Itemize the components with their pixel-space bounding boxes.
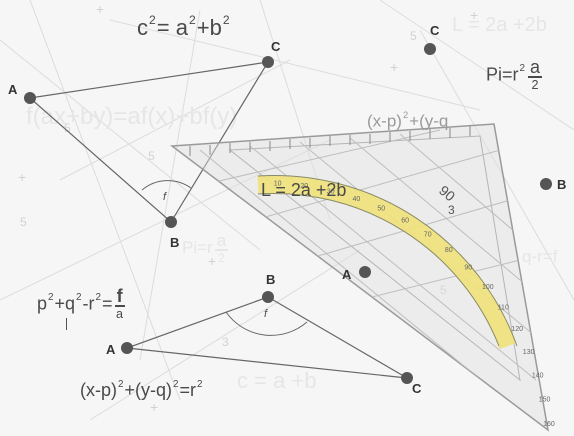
scale-number: 50 xyxy=(377,206,385,213)
svg-text:5: 5 xyxy=(148,149,155,163)
svg-text:+: + xyxy=(18,169,26,185)
scale-number: 60 xyxy=(401,217,409,224)
scale-number: 10 xyxy=(274,181,282,188)
point-dot-c xyxy=(424,43,436,55)
scale-number: 100 xyxy=(482,284,494,291)
vertex-label-c: C xyxy=(271,39,281,54)
scale-number: 30 xyxy=(327,188,335,195)
scale-number: 90 xyxy=(464,265,472,272)
scale-number: 40 xyxy=(353,196,361,203)
vertex-label-b: B xyxy=(266,272,276,287)
angle-label-f: f xyxy=(163,191,167,203)
scale-number: 80 xyxy=(445,247,453,254)
circle-formula: (x-p)2+(y-q)2=r2 xyxy=(80,379,203,400)
perimeter-formula-faint: L = 2a +2b xyxy=(452,14,547,36)
point-dot-b xyxy=(540,178,552,190)
svg-text:5: 5 xyxy=(410,29,417,43)
svg-text:+: + xyxy=(96,1,104,17)
svg-text:+: + xyxy=(390,59,398,75)
point-label-b: B xyxy=(557,177,567,192)
svg-text:5: 5 xyxy=(20,215,27,229)
scale-number: 20 xyxy=(300,183,308,190)
vertex-label-b: B xyxy=(170,235,180,250)
scale-number: 130 xyxy=(523,349,535,356)
point-label-c: C xyxy=(430,23,440,38)
scale-number: 140 xyxy=(532,373,544,380)
vertex-dot-a xyxy=(24,92,36,104)
vertex-label-a: A xyxy=(8,82,18,97)
vertex-label-c: C xyxy=(412,381,422,396)
svg-text:5: 5 xyxy=(64,121,71,135)
point-dot-a xyxy=(359,266,371,278)
perimeter-formula: L = 2a +2b xyxy=(261,180,347,200)
point-label-a: A xyxy=(342,267,352,282)
vertex-dot-b xyxy=(262,291,274,303)
circle-formula-mid: (x-p)2+(y-q xyxy=(367,110,449,131)
scale-mark-3: 3 xyxy=(448,203,455,217)
vertex-dot-c xyxy=(262,56,274,68)
vertex-dot-b xyxy=(165,216,177,228)
svg-text:3: 3 xyxy=(222,335,229,349)
qrf-formula-faint: q-r=f xyxy=(522,247,558,266)
vertex-dot-c xyxy=(401,372,413,384)
scale-number: 160 xyxy=(543,421,555,428)
scale-number: 120 xyxy=(511,326,523,333)
svg-text:+: + xyxy=(208,253,216,269)
cursor-mark xyxy=(66,318,67,330)
scale-number: 110 xyxy=(498,304,509,311)
svg-text:+: + xyxy=(470,7,478,23)
svg-text:+: + xyxy=(150,399,158,415)
vertex-label-a: A xyxy=(106,342,116,357)
pythagoras-formula-faint: c = a +b xyxy=(237,368,317,393)
svg-text:5: 5 xyxy=(440,283,447,297)
vertex-dot-a xyxy=(121,342,133,354)
angle-label-f: f xyxy=(264,308,268,320)
scale-number: 150 xyxy=(539,397,551,404)
scale-number: 70 xyxy=(424,231,432,238)
function-formula-faint: f(ax+by)=af(x)+bf(y) xyxy=(26,103,238,130)
pythagoras-formula: c2= a2+b2 xyxy=(137,13,230,40)
